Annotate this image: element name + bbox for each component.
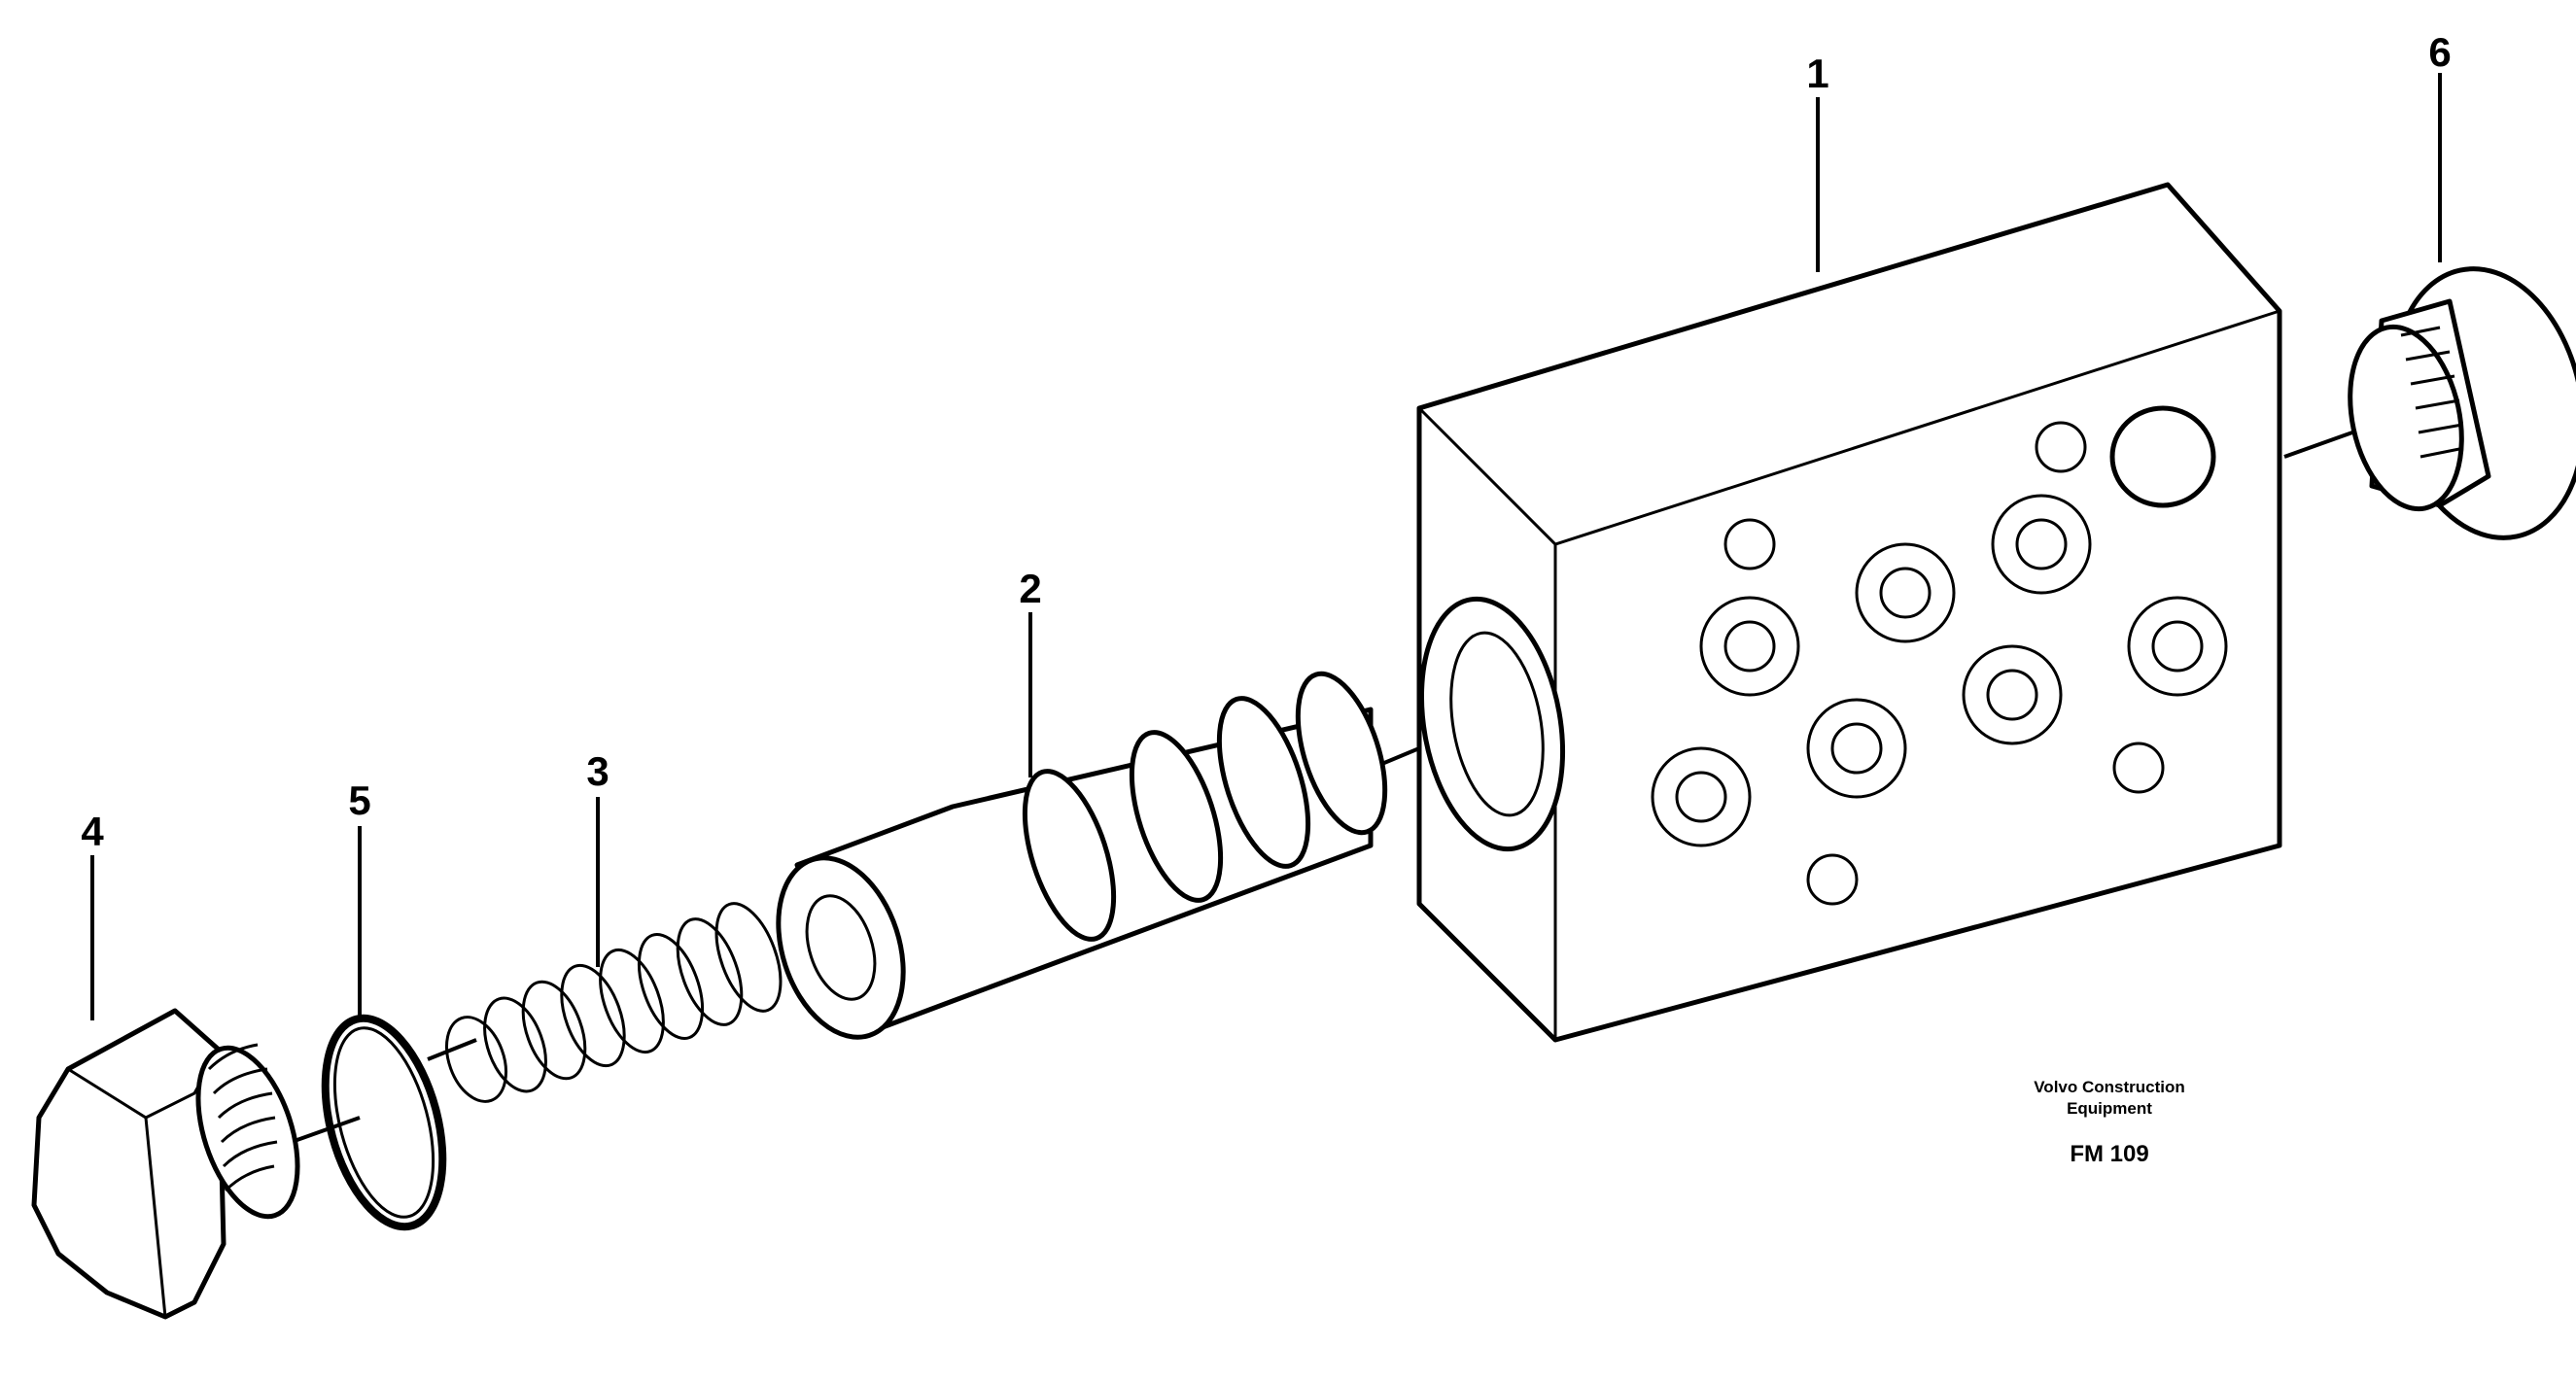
port-holes (1651, 405, 2228, 906)
callout-6: 6 (2428, 29, 2451, 75)
credit-line-2: Equipment (2067, 1099, 2152, 1118)
spool-part (776, 671, 1388, 1040)
valve-body-part (1416, 182, 2282, 1043)
callout-1: 1 (1806, 51, 1828, 96)
callout-3: 3 (586, 748, 609, 794)
figure-code: FM 109 (2070, 1141, 2148, 1167)
spring-part (445, 902, 783, 1103)
credit-line-1: Volvo Construction (2034, 1078, 2185, 1096)
leader-lines (90, 73, 2442, 1020)
callout-4: 4 (81, 809, 104, 854)
o-ring-part (321, 1014, 447, 1231)
callout-5: 5 (348, 777, 370, 823)
callout-2: 2 (1019, 566, 1041, 611)
hex-plug-part (31, 1008, 300, 1320)
end-plug-part (2348, 266, 2576, 540)
